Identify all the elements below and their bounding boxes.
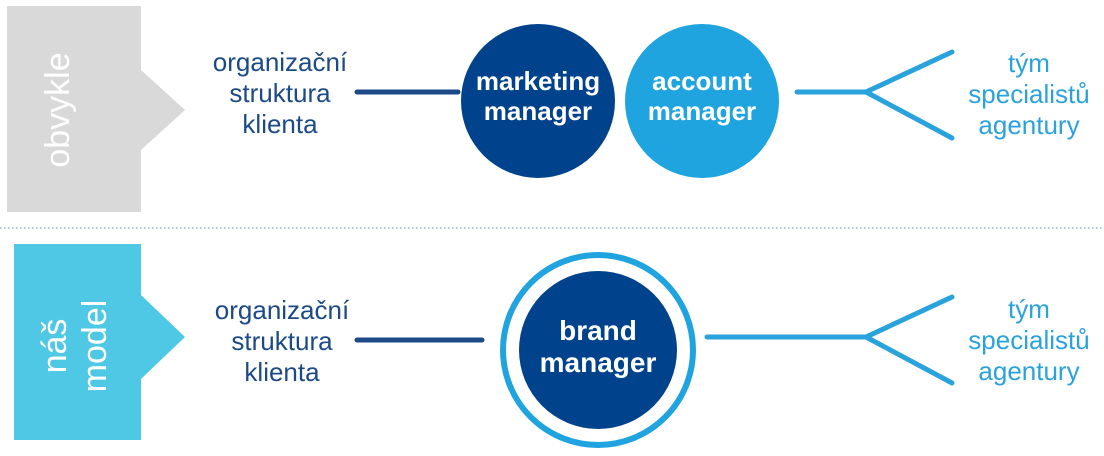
- tag-nas-text: náš: [36, 318, 74, 374]
- tag-obvykle: obvykle: [38, 30, 78, 190]
- brand-manager-label: brand manager: [518, 315, 678, 379]
- tag-obvykle-shape: [7, 6, 185, 212]
- top-client-line-2: struktura: [229, 78, 331, 108]
- top-team-line-2: specialistů: [968, 79, 1090, 109]
- manager-text: manager: [539, 347, 657, 378]
- manager-text: manager: [483, 96, 593, 126]
- top-team-label: tým specialistů agentury: [948, 48, 1104, 141]
- top-client-line-3: klienta: [242, 109, 318, 139]
- top-client-label: organizační struktura klienta: [180, 47, 380, 140]
- account-text: account: [652, 66, 752, 96]
- manager-text: manager: [647, 96, 757, 126]
- bottom-team-line-2: specialistů: [968, 325, 1090, 355]
- bottom-client-line-1: organizační: [214, 295, 350, 325]
- account-manager-node: [625, 24, 779, 178]
- top-team-line-1: tým: [1008, 48, 1050, 78]
- bottom-team-line-1: tým: [1008, 294, 1050, 324]
- bottom-client-line-3: klienta: [244, 357, 320, 387]
- brand-manager-node: [519, 271, 677, 429]
- top-team-fork: [863, 49, 955, 141]
- brand-text: brand: [559, 315, 637, 346]
- top-client-line-1: organizační: [212, 47, 348, 77]
- bottom-client-line-2: struktura: [231, 326, 333, 356]
- account-manager-label: account manager: [622, 66, 782, 126]
- tag-obvykle-text: obvykle: [39, 52, 77, 168]
- bottom-team-line-3: agentury: [978, 356, 1080, 386]
- top-team-line-3: agentury: [978, 110, 1080, 140]
- tag-nas-model: náš model: [35, 271, 115, 421]
- tag-model-text: model: [76, 299, 114, 393]
- bottom-team-fork: [863, 294, 955, 386]
- marketing-manager-node: [461, 24, 615, 178]
- marketing-text: marketing: [475, 66, 601, 96]
- tag-nas-model-shape: [14, 244, 185, 440]
- marketing-manager-label: marketing manager: [458, 66, 618, 126]
- bottom-team-label: tým specialistů agentury: [948, 294, 1104, 387]
- bottom-client-label: organizační struktura klienta: [182, 295, 382, 388]
